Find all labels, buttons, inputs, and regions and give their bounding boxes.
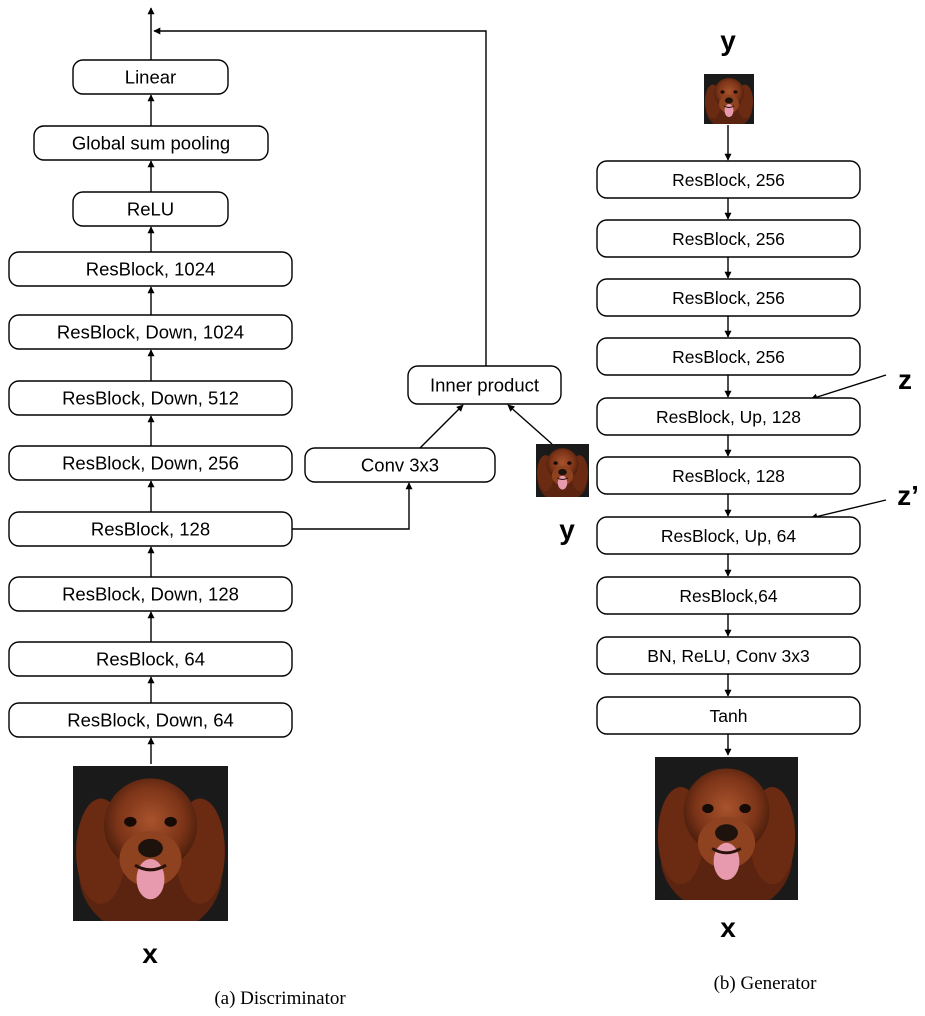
- disc-layer-9-frame: [8, 641, 293, 677]
- gen-layer-8-frame: [596, 636, 861, 675]
- disc-layer-5-label: ResBlock, Down, 512: [62, 388, 239, 409]
- disc-layer-4: ResBlock, Down, 1024: [8, 314, 293, 350]
- gen-layer-0-label: ResBlock, 256: [672, 170, 785, 190]
- gen-layer-6-frame: [596, 516, 861, 555]
- gen-arrow-z-prime: [810, 499, 887, 520]
- gen-layer-7-label: ResBlock,64: [679, 586, 778, 606]
- disc-layer-10: ResBlock, Down, 64: [8, 702, 293, 738]
- gen-layer-1-frame: [596, 219, 861, 258]
- disc-layer-6-frame: [8, 445, 293, 481]
- disc-layer-10-frame: [8, 702, 293, 738]
- disc-layer-3-frame: [8, 251, 293, 287]
- disc-layer-2: ReLU: [72, 191, 229, 227]
- disc-conv: Conv 3x3: [304, 447, 496, 483]
- discriminator-class-label: y: [559, 514, 575, 545]
- disc-layer-8-frame: [8, 576, 293, 612]
- gen-layer-1: ResBlock, 256: [596, 219, 861, 258]
- disc-layer-9-label: ResBlock, 64: [96, 649, 205, 670]
- disc-layer-0-label: Linear: [125, 67, 176, 88]
- disc-inner-product-frame: [407, 365, 562, 405]
- disc-inner-product-label: Inner product: [430, 375, 539, 396]
- disc-layer-3-label: ResBlock, 1024: [86, 259, 216, 280]
- gen-layer-3-label: ResBlock, 256: [672, 347, 785, 367]
- disc-arrow-class-to-inner: [507, 404, 553, 445]
- disc-layer-6-label: ResBlock, Down, 256: [62, 453, 239, 474]
- disc-conv-frame: [304, 447, 496, 483]
- gen-layer-2-label: ResBlock, 256: [672, 288, 785, 308]
- disc-layer-7: ResBlock, 128: [8, 511, 293, 547]
- disc-layer-5: ResBlock, Down, 512: [8, 380, 293, 416]
- disc-layer-5-frame: [8, 380, 293, 416]
- disc-layer-4-label: ResBlock, Down, 1024: [57, 322, 244, 343]
- disc-layer-1: Global sum pooling: [33, 125, 269, 161]
- disc-layer-3: ResBlock, 1024: [8, 251, 293, 287]
- gen-layer-0: ResBlock, 256: [596, 160, 861, 199]
- disc-layer-7-frame: [8, 511, 293, 547]
- gen-arrow-z: [810, 374, 887, 401]
- gen-layer-9: Tanh: [596, 696, 861, 735]
- gen-layer-2: ResBlock, 256: [596, 278, 861, 317]
- disc-layer-6: ResBlock, Down, 256: [8, 445, 293, 481]
- gen-layer-4-label: ResBlock, Up, 128: [656, 407, 801, 427]
- disc-conv-label: Conv 3x3: [361, 455, 439, 476]
- gen-layer-6: ResBlock, Up, 64: [596, 516, 861, 555]
- discriminator-input-label: x: [142, 938, 158, 969]
- gen-layer-4: ResBlock, Up, 128: [596, 397, 861, 436]
- gen-layer-8-label: BN, ReLU, Conv 3x3: [647, 646, 809, 666]
- disc-arrow-conv-to-inner: [419, 404, 464, 449]
- connection-arrows: [147, 7, 887, 764]
- generator-caption: (b) Generator: [714, 973, 818, 994]
- gen-layer-2-frame: [596, 278, 861, 317]
- disc-layer-0: Linear: [72, 59, 229, 95]
- disc-layer-10-label: ResBlock, Down, 64: [67, 710, 234, 731]
- gen-layer-9-frame: [596, 696, 861, 735]
- generator-class-image: [704, 74, 754, 124]
- disc-inner-product: Inner product: [407, 365, 562, 405]
- gen-layer-6-label: ResBlock, Up, 64: [661, 526, 796, 546]
- gen-layer-5-label: ResBlock, 128: [672, 466, 785, 486]
- disc-arrow-to-conv: [292, 482, 413, 530]
- gen-layer-1-label: ResBlock, 256: [672, 229, 785, 249]
- gen-layer-3-frame: [596, 337, 861, 376]
- gen-layer-3: ResBlock, 256: [596, 337, 861, 376]
- disc-layer-1-frame: [33, 125, 269, 161]
- gen-layer-5-frame: [596, 456, 861, 495]
- disc-layer-9: ResBlock, 64: [8, 641, 293, 677]
- gen-layer-0-frame: [596, 160, 861, 199]
- gen-layer-7: ResBlock,64: [596, 576, 861, 615]
- generator-output-label: x: [720, 912, 736, 943]
- generator-class-label: y: [720, 25, 736, 56]
- discriminator-caption: (a) Discriminator: [214, 988, 346, 1009]
- generator-noise-label-z: z: [898, 364, 912, 395]
- discriminator-input-image: [73, 766, 228, 921]
- disc-layer-7-label: ResBlock, 128: [91, 519, 210, 540]
- disc-layer-8-label: ResBlock, Down, 128: [62, 584, 239, 605]
- gen-layer-9-label: Tanh: [710, 706, 748, 726]
- disc-layer-2-frame: [72, 191, 229, 227]
- disc-layer-4-frame: [8, 314, 293, 350]
- generator-noise-label-z-prime: z’: [897, 480, 919, 511]
- disc-layer-2-label: ReLU: [127, 199, 174, 220]
- disc-arrow-inner-to-output: [153, 27, 487, 366]
- gen-layer-4-frame: [596, 397, 861, 436]
- discriminator-class-image: [536, 444, 589, 497]
- disc-layer-1-label: Global sum pooling: [72, 133, 230, 154]
- generator-output-image: [655, 757, 798, 900]
- gen-layer-7-frame: [596, 576, 861, 615]
- disc-layer-8: ResBlock, Down, 128: [8, 576, 293, 612]
- disc-layer-0-frame: [72, 59, 229, 95]
- gen-layer-5: ResBlock, 128: [596, 456, 861, 495]
- gen-layer-8: BN, ReLU, Conv 3x3: [596, 636, 861, 675]
